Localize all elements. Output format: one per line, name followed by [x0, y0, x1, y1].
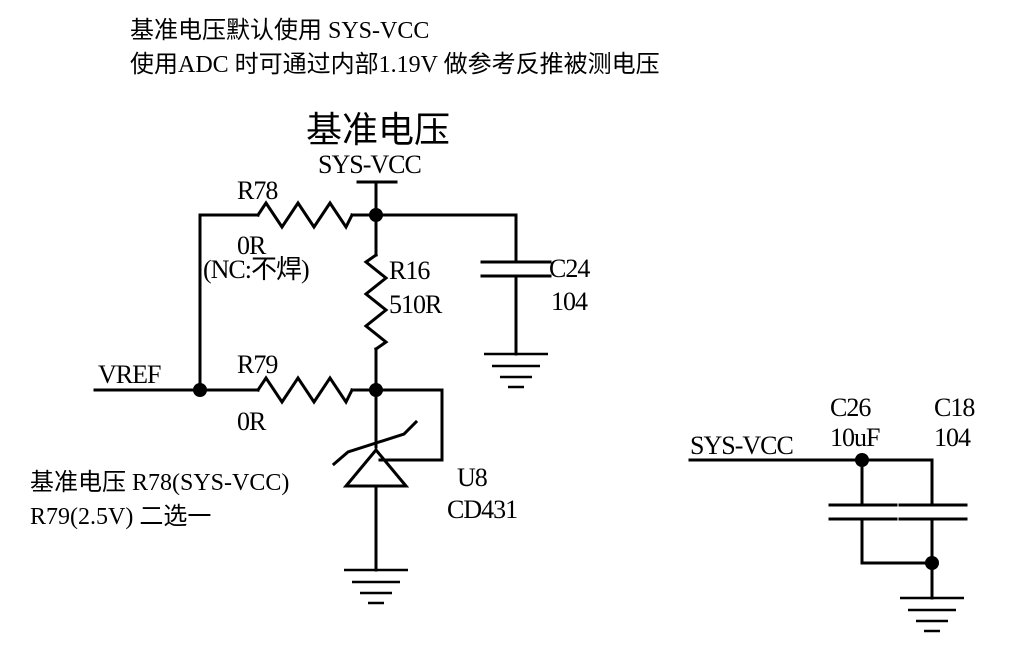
c24-ref: C24: [549, 254, 590, 283]
r16-value: 510R: [389, 290, 443, 319]
r78-ref: R78: [237, 176, 278, 205]
r16-ref: R16: [389, 256, 430, 285]
c24-value: 104: [551, 287, 588, 316]
note-line-1: 基准电压默认使用 SYS-VCC: [130, 17, 429, 44]
capacitor-c18: [898, 458, 968, 600]
section-title: 基准电压: [306, 110, 450, 150]
net-vref: VREF: [98, 360, 161, 389]
c18-ref: C18: [934, 393, 975, 422]
r78-value: 0R: [237, 231, 267, 260]
resistor-r78: [255, 200, 355, 230]
r79-ref: R79: [237, 350, 277, 379]
r78-note: (NC:不焊): [203, 255, 309, 284]
net-sys-vcc-top: SYS-VCC: [318, 150, 421, 179]
selection-note-line-1: 基准电压 R78(SYS-VCC): [30, 469, 289, 496]
junction-dot: [193, 383, 207, 397]
capacitor-c26: [828, 458, 898, 565]
ground-symbol-c24: [484, 352, 548, 389]
u8-ref: U8: [457, 463, 488, 492]
junction-dot: [925, 556, 939, 570]
resistor-r79: [255, 375, 355, 405]
ground-symbol-right: [900, 596, 964, 633]
net-sys-vcc-right: SYS-VCC: [690, 431, 793, 460]
resistor-r16: [363, 252, 389, 352]
c26-value: 10uF: [830, 423, 880, 452]
capacitor-c24: [480, 213, 552, 356]
ground-symbol-u8: [344, 568, 408, 605]
u8-value: CD431: [447, 495, 517, 524]
selection-note-line-2: R79(2.5V) 二选一: [30, 503, 211, 530]
r79-value: 0R: [237, 407, 267, 436]
shunt-regulator-u8: [331, 388, 444, 572]
c18-value: 104: [934, 423, 971, 452]
c26-ref: C26: [830, 393, 871, 422]
note-line-2: 使用ADC 时可通过内部1.19V 做参考反推被测电压: [130, 51, 660, 78]
